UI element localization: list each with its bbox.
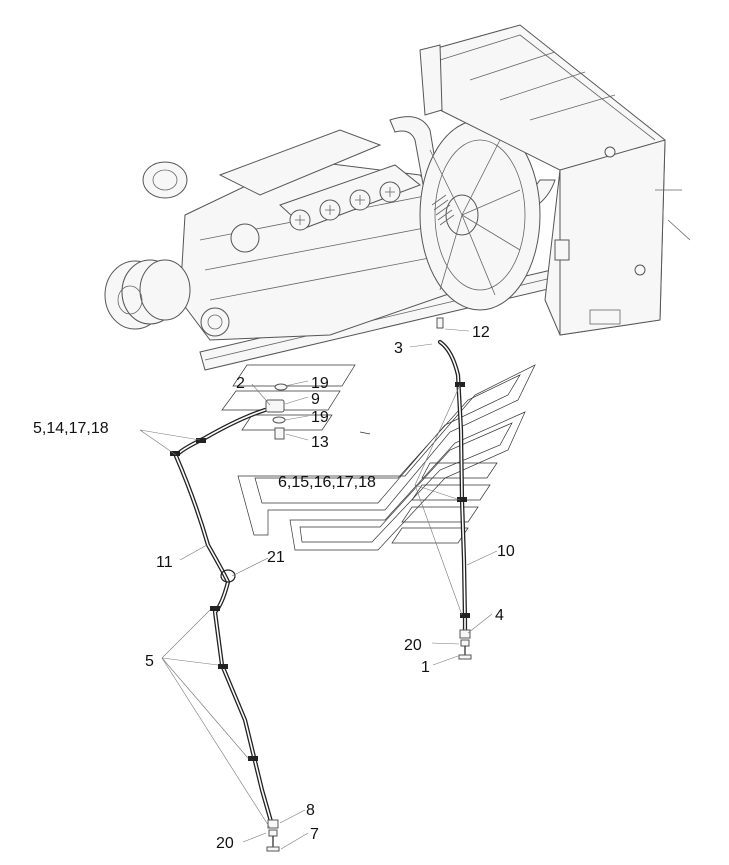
- label-13: 13: [311, 434, 329, 451]
- engine-assembly: [104, 24, 691, 371]
- label-7: 7: [310, 826, 319, 843]
- label-8: 8: [306, 802, 315, 819]
- label-20-left: 20: [216, 835, 234, 852]
- label-12: 12: [472, 324, 490, 341]
- label-5-14-17-18: 5,14,17,18: [33, 420, 109, 437]
- label-9: 9: [311, 391, 320, 408]
- label-10: 10: [497, 543, 515, 560]
- leader-lines: [139, 328, 498, 850]
- label-11: 11: [156, 554, 173, 571]
- label-4: 4: [495, 607, 504, 624]
- label-19-bottom: 19: [311, 409, 329, 426]
- label-1: 1: [421, 659, 430, 676]
- label-5: 5: [145, 653, 154, 670]
- hose-assemblies: [170, 317, 472, 852]
- label-2: 2: [236, 375, 245, 392]
- label-19-top: 19: [311, 375, 329, 392]
- frame-outlines: [221, 364, 536, 551]
- part-labels: 12 3 2 19 9 19 13 5,14,17,18 6,15,16,17,…: [33, 324, 515, 852]
- label-6-15-16-17-18: 6,15,16,17,18: [278, 474, 376, 491]
- hose-11: [173, 407, 275, 828]
- label-20-right: 20: [404, 637, 422, 654]
- label-3: 3: [394, 340, 403, 357]
- label-21: 21: [267, 549, 285, 566]
